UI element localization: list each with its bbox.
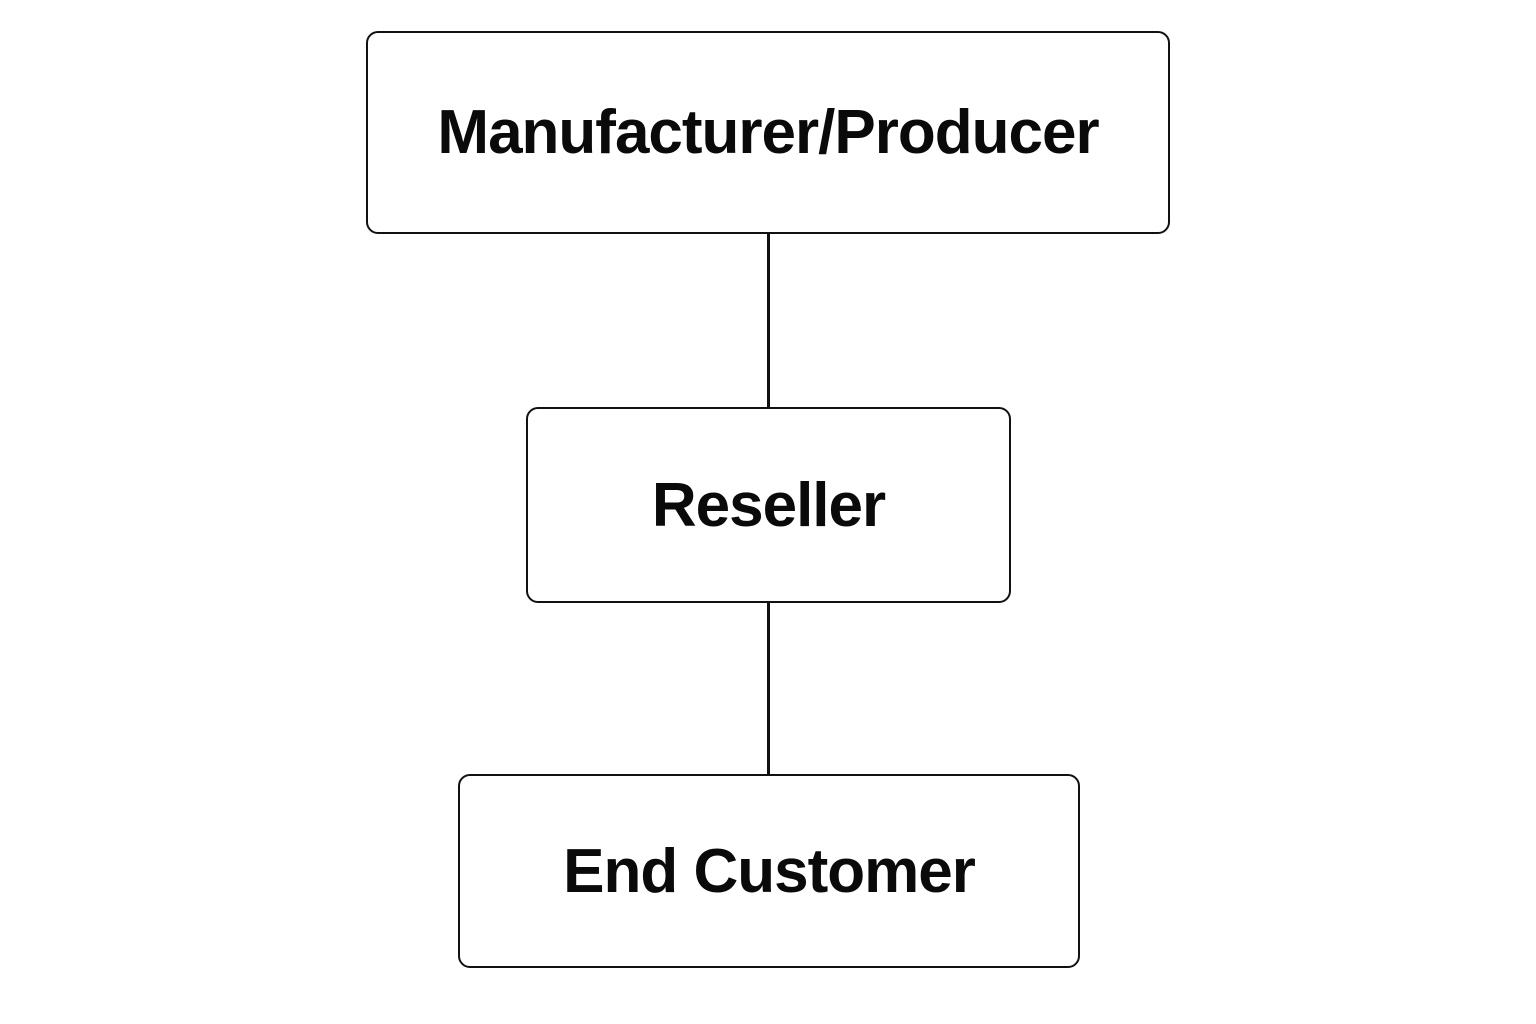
node-label-end-customer: End Customer <box>563 836 976 906</box>
node-reseller: Reseller <box>526 407 1011 603</box>
node-end-customer: End Customer <box>458 774 1080 968</box>
connector-reseller-to-end-customer <box>767 602 770 775</box>
node-label-reseller: Reseller <box>651 470 886 540</box>
node-label-manufacturer-producer: Manufacturer/Producer <box>437 98 1099 167</box>
connector-manufacturer-to-reseller <box>767 233 770 408</box>
node-manufacturer-producer: Manufacturer/Producer <box>366 31 1170 234</box>
